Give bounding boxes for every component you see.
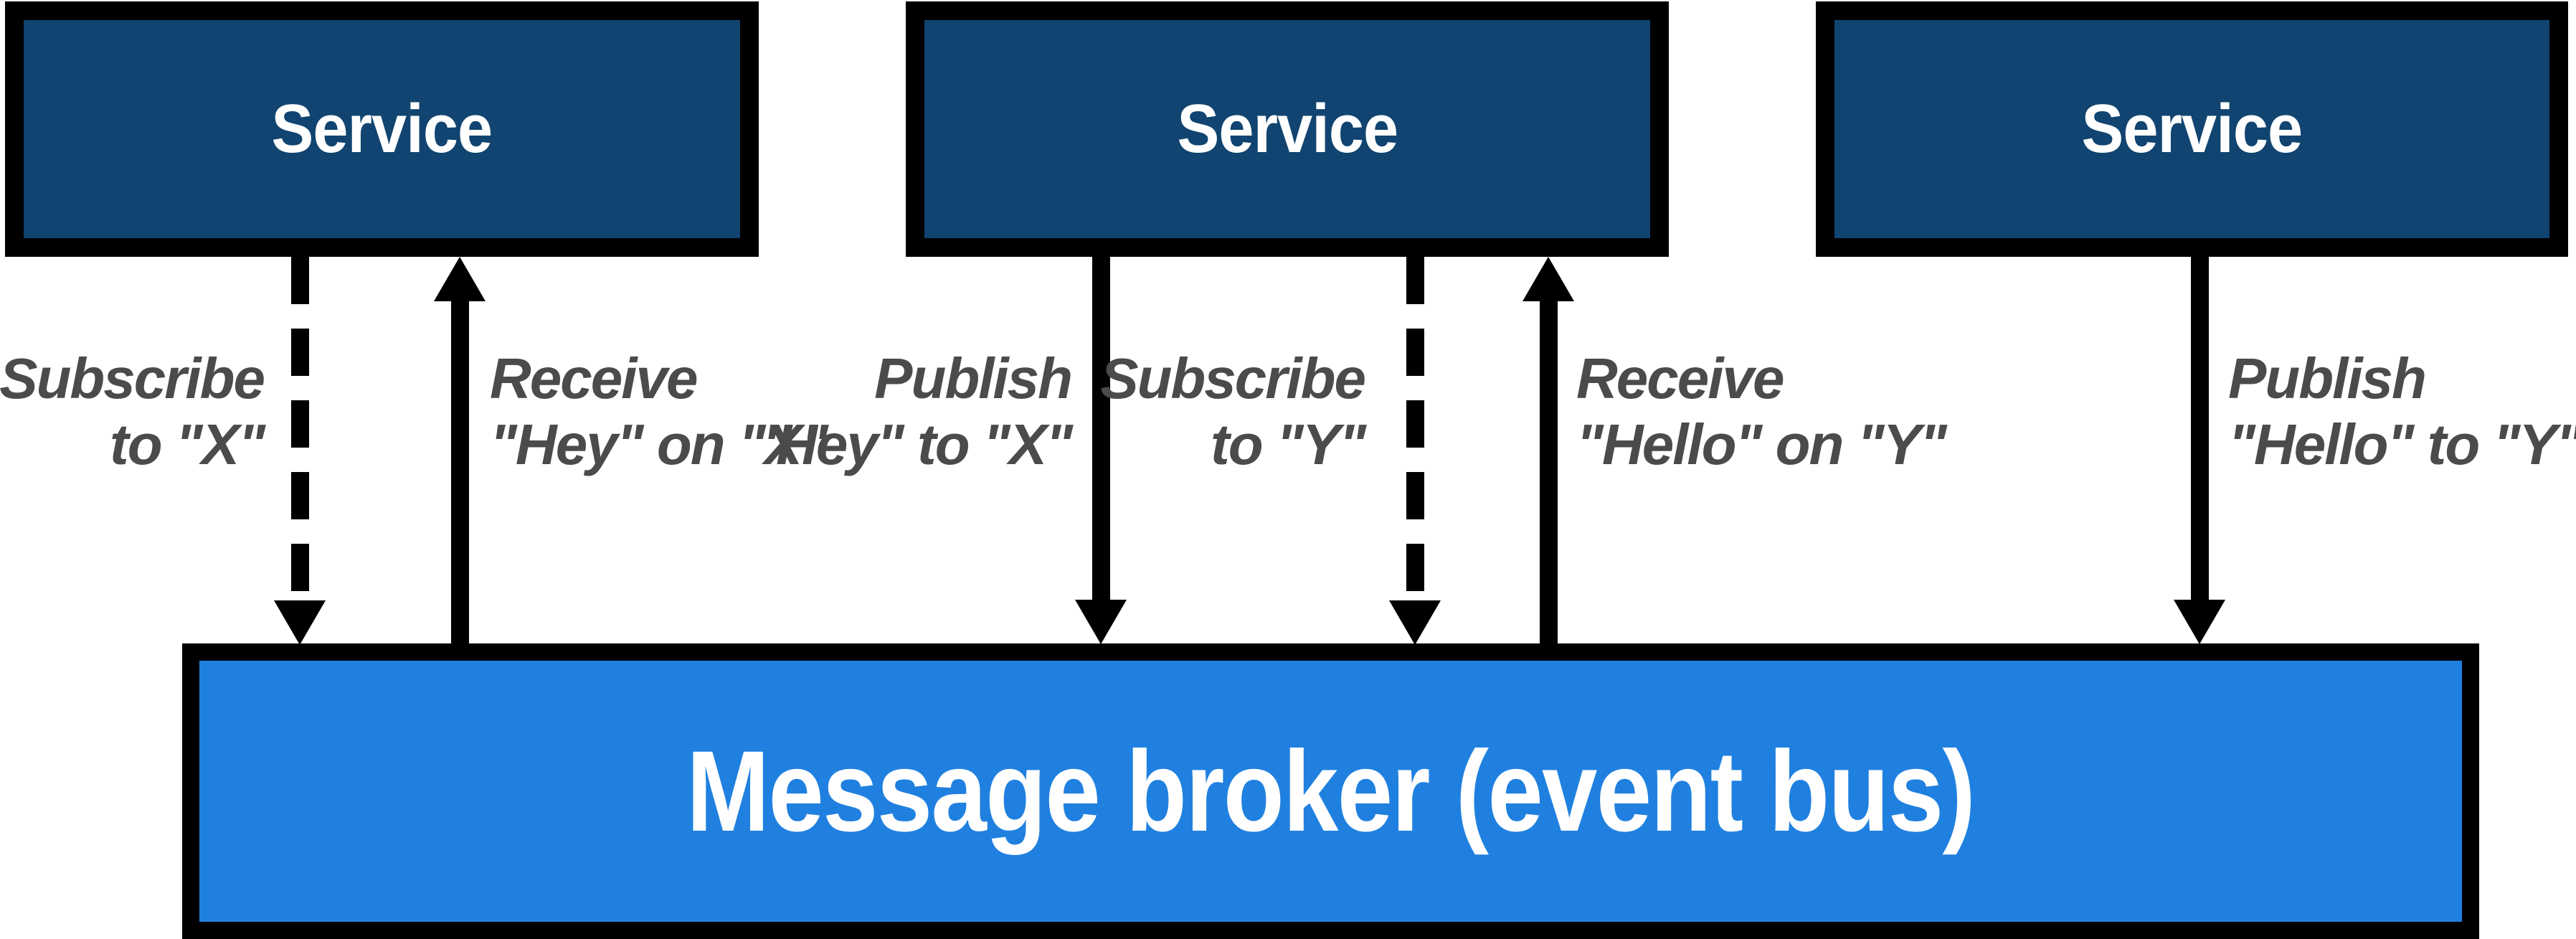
label-publish-hello-y: Publish "Hello" to "Y" <box>2228 346 2576 476</box>
arrowhead-down-icon <box>1075 600 1127 644</box>
service-3-label: Service <box>2081 90 2303 167</box>
service-2-label: Service <box>1177 90 1398 167</box>
label-subscribe-x: Subscribe to "X" <box>0 346 265 476</box>
arrowhead-down-icon <box>274 600 326 645</box>
arrow-shaft-solid <box>1540 301 1558 643</box>
label-subscribe-y: Subscribe to "Y" <box>1100 346 1366 476</box>
service-box-1: Service <box>5 1 759 257</box>
label-publish-hey-x: Publish "Hey" to "X" <box>750 346 1073 476</box>
arrowhead-up-icon <box>1523 257 1574 301</box>
arrow-shaft-solid <box>1092 257 1110 600</box>
label-receive-hey-x: Receive "Hey" on "X" <box>490 346 828 476</box>
arrow-shaft-dashed <box>291 257 309 600</box>
arrowhead-up-icon <box>434 257 486 301</box>
arrow-shaft-solid <box>2191 257 2209 600</box>
arrowhead-down-icon <box>2174 600 2225 644</box>
service-box-3: Service <box>1816 1 2568 257</box>
message-broker-label: Message broker (event bus) <box>686 727 1976 855</box>
label-receive-hello-y: Receive "Hello" on "Y" <box>1576 346 1947 476</box>
service-1-label: Service <box>271 90 493 167</box>
arrow-shaft-solid <box>451 301 469 643</box>
arrow-shaft-dashed <box>1406 257 1424 600</box>
arrowhead-down-icon <box>1389 600 1441 645</box>
service-box-2: Service <box>906 1 1669 257</box>
message-broker-box: Message broker (event bus) <box>182 643 2479 939</box>
